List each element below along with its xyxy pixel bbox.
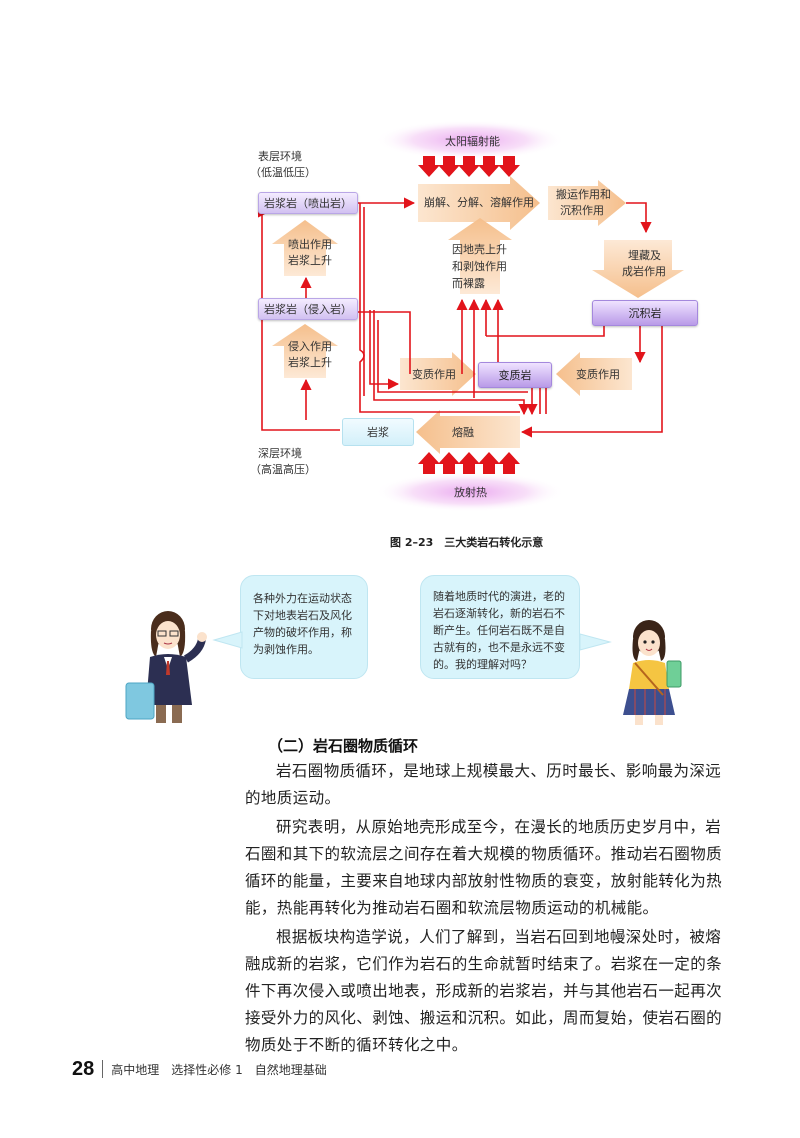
- page-footer: 28 高中地理 选择性必修 1 自然地理基础: [72, 1054, 327, 1084]
- burial-arrow: [592, 240, 684, 298]
- paragraph-2: 研究表明，从原始地壳形成至今，在漫长的地质历史岁月中，岩石圈和其下的软流层之间存…: [245, 818, 723, 917]
- section-body: 岩石圈物质循环，是地球上规模最大、历时最长、影响最为深远的地质运动。 研究表明，…: [245, 758, 725, 1059]
- meta-right-label: 变质作用: [576, 368, 620, 381]
- uplift-label-1: 因地壳上升: [452, 243, 507, 256]
- speech-bubble-right-text: 随着地质时代的演进，老的岩石逐渐转化，新的岩石不断产生。任何岩石既不是自古就有的…: [433, 590, 565, 671]
- deep-env-label: 深层环境: [258, 447, 302, 460]
- figure-caption: 图 2–23 三大类岩石转化示意: [390, 536, 544, 549]
- erupt-label-2: 岩浆上升: [288, 254, 332, 267]
- melt-label: 熔融: [452, 426, 474, 439]
- speech-bubble-right: 随着地质时代的演进，老的岩石逐渐转化，新的岩石不断产生。任何岩石既不是自古就有的…: [420, 575, 580, 679]
- meta-right-arrow: [556, 352, 632, 396]
- diagram-graphics: [257, 120, 684, 512]
- footer-divider: [102, 1060, 104, 1078]
- teacher-character-illustration: [125, 611, 207, 723]
- solar-arrows: [418, 156, 520, 177]
- transport-label-2: 沉积作用: [560, 204, 604, 217]
- uplift-label-3: 而裸露: [452, 277, 485, 290]
- solar-glow: [375, 120, 565, 160]
- meta-left-label: 变质作用: [412, 368, 456, 381]
- erupt-label-1: 喷出作用: [288, 238, 332, 251]
- transport-arrow: [548, 180, 626, 226]
- melt-arrow: [416, 410, 520, 454]
- transport-label-1: 搬运作用和: [556, 188, 611, 201]
- rock-cycle-diagram: 表层环境 （低温低压） 深层环境 （高温高压） 太阳辐射能 放射热 崩解、分解、…: [0, 0, 800, 560]
- uplift-label-2: 和剥蚀作用: [452, 260, 507, 273]
- speech-bubble-left: 各种外力在运动状态下对地表岩石及风化产物的破坏作用，称为剥蚀作用。: [240, 575, 368, 679]
- paragraph-3: 根据板块构造学说，人们了解到，当岩石回到地幔深处时，被熔融成新的岩浆，它们作为岩…: [245, 928, 723, 1054]
- bubble-left-tail: [212, 631, 243, 649]
- surface-cond-label: （低温低压）: [250, 166, 316, 179]
- weathering-arrow: [418, 176, 540, 230]
- erupt-arrow: [272, 220, 338, 276]
- radio-glow: [375, 472, 565, 512]
- meta-left-arrow: [400, 352, 476, 396]
- weathering-label: 崩解、分解、溶解作用: [424, 196, 534, 209]
- deep-cond-label: （高温高压）: [250, 463, 316, 476]
- bubble-right-tail: [579, 633, 612, 651]
- section-title: （二）岩石圈物质循环: [268, 737, 419, 755]
- burial-label-1: 埋藏及: [628, 249, 661, 262]
- node-extrusive-rock: 岩浆岩（喷出岩）: [258, 192, 358, 214]
- uplift-arrow: [448, 218, 512, 294]
- page-number: 28: [72, 1057, 95, 1080]
- speech-bubble-left-text: 各种外力在运动状态下对地表岩石及风化产物的破坏作用，称为剥蚀作用。: [253, 592, 352, 656]
- radio-label: 放射热: [454, 486, 487, 499]
- intrude-label-2: 岩浆上升: [288, 356, 332, 369]
- node-magma: 岩浆: [342, 418, 414, 446]
- burial-label-2: 成岩作用: [622, 265, 666, 278]
- student-character-illustration: [623, 620, 682, 725]
- red-connectors: [257, 197, 663, 438]
- book-title: 高中地理 选择性必修 1 自然地理基础: [111, 1062, 327, 1077]
- solar-label: 太阳辐射能: [445, 135, 500, 148]
- intrude-label-1: 侵入作用: [288, 340, 332, 353]
- node-intrusive-rock: 岩浆岩（侵入岩）: [258, 298, 358, 320]
- radio-arrows: [418, 452, 520, 474]
- node-metamorphic-rock: 变质岩: [478, 362, 552, 388]
- paragraph-1: 岩石圈物质循环，是地球上规模最大、历时最长、影响最为深远的地质运动。: [245, 762, 722, 807]
- intrude-arrow: [272, 324, 338, 378]
- surface-env-label: 表层环境: [258, 150, 302, 163]
- node-sedimentary-rock: 沉积岩: [592, 300, 698, 326]
